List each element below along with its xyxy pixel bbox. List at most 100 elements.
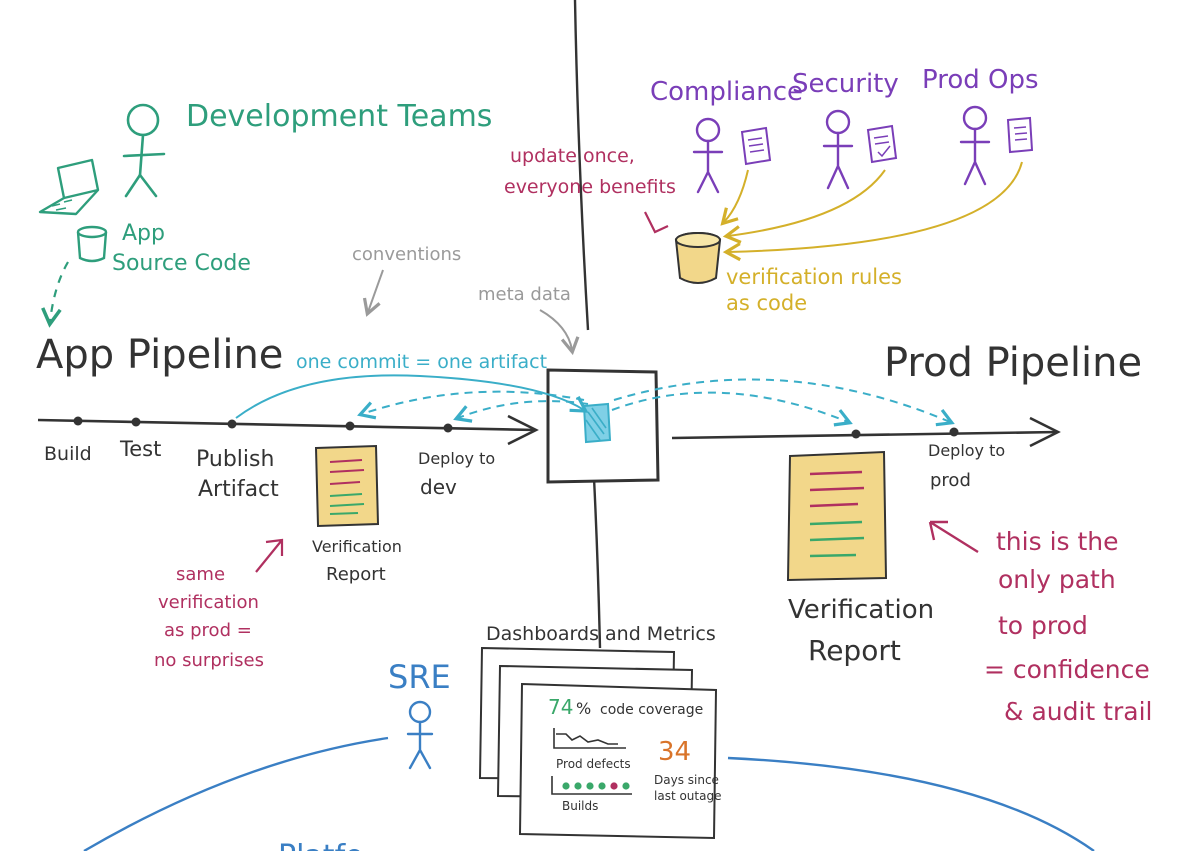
prodops-label: Prod Ops xyxy=(922,65,1039,95)
app-report-label-1: Verification xyxy=(312,537,402,556)
build-dot-5 xyxy=(610,782,618,790)
path-note-line5: & audit trail xyxy=(1004,697,1152,726)
app-pipeline-arrowhead xyxy=(507,414,539,446)
build-dot-3 xyxy=(586,782,594,790)
developer-stick-figure-icon xyxy=(122,103,166,198)
same-note-line2: verification xyxy=(158,592,259,613)
conventions-arrow xyxy=(362,269,384,317)
divider-vertical-bottom xyxy=(592,477,602,649)
same-note-arrow xyxy=(255,538,284,573)
prodops-document-icon xyxy=(1006,116,1034,154)
dashboard-group: Dashboards and Metrics 74 % code coverag… xyxy=(478,623,721,840)
app-verification-report-icon xyxy=(314,444,380,528)
prod-report-label-1: Verification xyxy=(788,595,934,625)
deploy-dev-label-2: dev xyxy=(420,475,457,499)
sre-group: SRE xyxy=(388,658,451,770)
path-note-line3: to prod xyxy=(998,611,1088,640)
artifact-to-prod-verify-arrow xyxy=(611,391,853,427)
app-report-label-2: Report xyxy=(326,564,386,585)
compliance-rules-arrow xyxy=(720,169,749,226)
test-node xyxy=(131,417,141,427)
same-note-line3: as prod = xyxy=(164,620,252,641)
security-document-icon xyxy=(866,124,898,164)
update-once-line2: everyone benefits xyxy=(504,176,676,198)
security-rules-arrow xyxy=(722,169,886,244)
security-person-icon xyxy=(822,109,854,190)
deploy-prod-label-1: Deploy to xyxy=(928,441,1005,460)
rules-line2: as code xyxy=(726,291,807,315)
divider-vertical-top xyxy=(573,0,590,331)
platform-arc-right xyxy=(727,756,1095,851)
days-label-1: Days since xyxy=(654,773,719,787)
dashboard-card-front xyxy=(518,682,718,840)
same-note-line1: same xyxy=(176,564,225,585)
app-source-line1: App xyxy=(122,221,165,246)
deploy-dev-label-1: Deploy to xyxy=(418,449,495,468)
prod-pipeline-group: Prod Pipeline Deploy to prod Verificatio… xyxy=(671,340,1152,726)
builds-label: Builds xyxy=(562,799,598,813)
defects-sparkline xyxy=(556,733,618,745)
rules-line1: verification rules xyxy=(726,265,902,289)
publish-label-2: Artifact xyxy=(198,477,279,502)
days-value: 34 xyxy=(658,737,691,767)
sre-label: SRE xyxy=(388,658,451,696)
security-label: Security xyxy=(792,69,899,99)
rules-bucket-icon xyxy=(674,232,722,284)
dev-team-title: Development Teams xyxy=(186,99,492,134)
metadata-arrow xyxy=(539,309,580,356)
days-label-2: last outage xyxy=(654,789,721,803)
artifact-to-verify-arrow xyxy=(357,390,585,420)
deploy-prod-node xyxy=(949,427,959,437)
artifact-to-deploy-dev-arrow xyxy=(453,400,589,423)
prod-verify-node xyxy=(851,429,861,439)
publish-node xyxy=(227,419,237,429)
path-note-line1: this is the xyxy=(996,527,1119,556)
app-pipeline-group: App Pipeline Build Test Publish Artifact… xyxy=(36,332,539,671)
build-dot-1 xyxy=(562,782,570,790)
builds-axis xyxy=(551,776,632,795)
platform-arc-left xyxy=(83,736,389,851)
deploy-prod-label-2: prod xyxy=(930,470,971,491)
compliance-document-icon xyxy=(740,126,772,166)
app-pipeline-line xyxy=(37,418,537,432)
deploy-dev-node xyxy=(443,423,453,433)
prod-pipeline-line xyxy=(671,430,1059,440)
dashboard-title: Dashboards and Metrics xyxy=(486,623,716,645)
path-note-line4: = confidence xyxy=(984,655,1150,684)
prod-pipeline-title: Prod Pipeline xyxy=(884,340,1142,386)
metadata-label: meta data xyxy=(478,284,571,305)
artifact-to-deploy-prod-arrow xyxy=(613,378,955,427)
build-dot-4 xyxy=(598,782,606,790)
prod-pipeline-arrowhead xyxy=(1029,416,1061,448)
one-commit-label: one commit = one artifact xyxy=(296,351,547,373)
test-label: Test xyxy=(119,437,161,461)
conventions-label: conventions xyxy=(352,244,461,265)
update-once-arrow xyxy=(644,211,669,234)
database-icon xyxy=(76,225,108,263)
compliance-label: Compliance xyxy=(650,77,803,107)
coverage-value: 74 xyxy=(548,695,573,719)
coverage-unit: % xyxy=(576,699,591,718)
defects-label: Prod defects xyxy=(556,757,631,771)
compliance-person-icon xyxy=(692,117,724,194)
path-note-line2: only path xyxy=(998,565,1116,594)
prodops-person-icon xyxy=(959,105,991,186)
prod-verification-report-icon xyxy=(786,450,888,582)
defects-axis xyxy=(553,728,626,749)
update-once-line1: update once, xyxy=(510,145,635,167)
source-to-pipeline-arrow xyxy=(41,261,69,328)
build-label: Build xyxy=(44,443,92,465)
publish-label-1: Publish xyxy=(196,447,274,472)
sre-person-icon xyxy=(406,700,434,770)
dev-team-group: Development Teams App Source Code xyxy=(38,99,492,328)
artifact-box xyxy=(546,368,660,484)
prodops-rules-arrow xyxy=(722,161,1023,262)
app-pipeline-title: App Pipeline xyxy=(36,332,283,378)
stakeholders-group: Compliance Security Prod Ops update once… xyxy=(504,65,1039,315)
artifact-icon xyxy=(582,402,612,444)
only-path-arrow xyxy=(928,520,979,554)
prod-report-label-2: Report xyxy=(808,634,901,667)
laptop-icon xyxy=(38,158,100,216)
build-dot-2 xyxy=(574,782,582,790)
